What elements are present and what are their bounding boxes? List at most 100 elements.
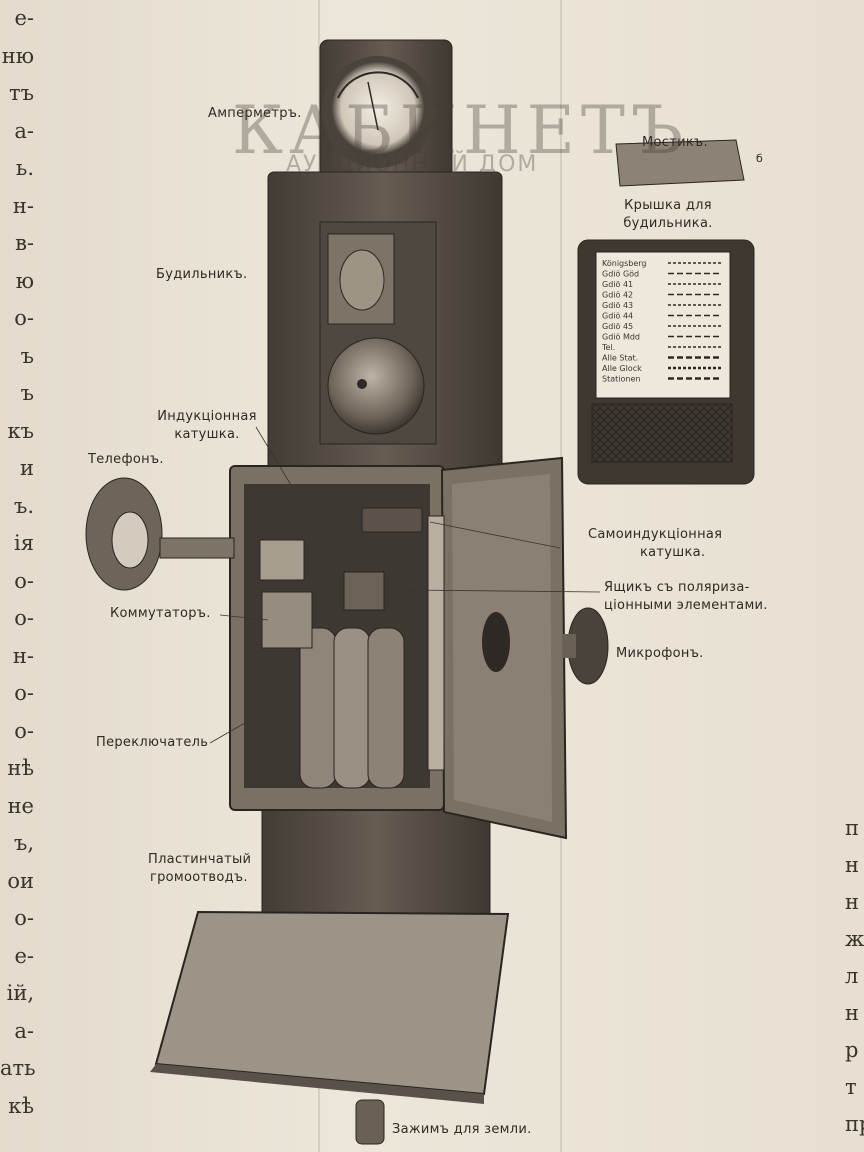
bell-dome [327, 337, 425, 435]
lid-panel-line: Gdiö Göd [602, 270, 639, 279]
text-fragment: ъ. [13, 493, 34, 518]
right-text-column: пннжлнртпр [845, 810, 864, 1143]
text-fragment: п [845, 816, 859, 840]
lid-panel-line: Gdiö 45 [602, 322, 633, 331]
text-fragment: ъ [20, 343, 34, 368]
label-switch: Переключатель [96, 735, 209, 750]
self-induction-coil [361, 507, 423, 533]
text-fragment: ъ [20, 381, 34, 405]
label-induction-coil-2: катушка. [174, 427, 240, 442]
lid-panel-line: Gdiö Mdd [602, 333, 640, 342]
text-fragment: н- [12, 643, 34, 668]
lid-panel-line: Gdiö 43 [602, 301, 633, 310]
text-fragment: о- [14, 718, 34, 743]
label-self-induction-1: Самоиндукціонная [588, 527, 723, 542]
text-fragment: т [845, 1075, 857, 1099]
label-lightning-1: Пластинчатый [148, 852, 252, 867]
battery-cell [333, 627, 371, 789]
text-fragment: ій, [6, 981, 34, 1005]
writing-shelf [154, 910, 510, 1096]
text-fragment: ать [0, 1056, 36, 1080]
label-microphone: Микрофонъ. [616, 646, 704, 661]
watermark-subtitle: АУКЦИОННЫЙ ДОМ [286, 152, 539, 177]
ammeter-needle [367, 81, 379, 131]
telephone-handle [159, 537, 235, 559]
label-telephone: Телефонъ. [88, 452, 164, 467]
lid-panel-line: Tel. [601, 343, 615, 352]
label-bridge: Мостикъ. [642, 135, 708, 150]
battery-cell [299, 627, 337, 789]
text-fragment: н [845, 1001, 859, 1025]
text-fragment: а- [14, 118, 34, 143]
bell-lid-grille [591, 403, 733, 463]
lid-panel-line: Stationen [602, 375, 640, 384]
label-ground-clamp: Зажимъ для земли. [392, 1122, 532, 1137]
bell-coil [339, 249, 385, 311]
text-fragment: тъ [9, 81, 34, 105]
text-fragment: нѣ [7, 756, 34, 780]
battery-cell [367, 627, 405, 789]
text-fragment: ои [7, 868, 34, 893]
text-fragment: н [845, 890, 859, 914]
text-fragment: и [20, 456, 34, 480]
ground-clamp [355, 1099, 385, 1145]
ammeter-scale [337, 71, 419, 99]
text-fragment: ню [1, 43, 34, 68]
label-self-induction-2: катушка. [640, 545, 706, 560]
microphone-opening [482, 612, 510, 672]
auction-watermark: КАБИНЕТЪ АУКЦИОННЫЙ ДОМ [232, 92, 683, 188]
commutator-part [259, 539, 305, 581]
lid-panel-line: Gdiö 42 [602, 291, 633, 300]
text-fragment: ж [845, 927, 864, 951]
label-polarization-box-1: Ящикъ съ поляриза- [604, 580, 750, 595]
label-alarm: Будильникъ. [156, 267, 248, 282]
text-fragment: а- [14, 1018, 34, 1043]
writing-shelf-edge [150, 1064, 484, 1104]
text-fragment: е- [14, 943, 34, 968]
label-bridge-mark: б [756, 152, 764, 165]
text-fragment: н [845, 853, 859, 877]
text-fragment: о- [14, 681, 34, 705]
ammeter-dial [332, 62, 424, 154]
door-hinge [427, 515, 445, 771]
text-fragment: е- [14, 6, 34, 30]
lid-panel-line: Gdiö 44 [602, 312, 633, 321]
text-fragment: пр [845, 1112, 864, 1136]
induction-coil-part [343, 571, 385, 611]
text-fragment: не [7, 793, 34, 818]
text-fragment: р [845, 1038, 859, 1062]
switch-assembly [261, 591, 313, 649]
text-fragment: о- [14, 606, 34, 630]
text-fragment: къ [7, 418, 35, 443]
text-fragment: в- [15, 231, 34, 255]
bridge-part [615, 139, 745, 187]
text-fragment: ъ, [13, 831, 34, 855]
label-polarization-box-2: ціонными элементами. [604, 598, 768, 613]
lid-panel-line: Gdiö 41 [602, 280, 633, 289]
text-fragment: н- [12, 193, 34, 218]
text-fragment: о- [14, 906, 34, 930]
microphone-stem [562, 634, 576, 658]
bell-lid-panel [595, 251, 731, 399]
backboard-lower [261, 799, 491, 921]
text-fragment: ь. [15, 156, 34, 180]
text-fragment: ія [14, 531, 34, 555]
text-fragment: л [845, 964, 859, 988]
telephone-earpiece [111, 511, 149, 569]
text-fragment: о- [14, 306, 34, 330]
lid-panel-line: Alle Glock [602, 364, 642, 373]
watermark-name: КАБИНЕТЪ [232, 92, 690, 169]
leader-lines [209, 426, 601, 744]
label-lid-title-1: Крышка для [624, 198, 712, 213]
lid-panel-line: Alle Stat. [602, 354, 638, 363]
label-induction-coil-1: Индукціонная [157, 409, 257, 424]
label-ammeter: Амперметръ. [208, 106, 302, 121]
lid-panel-line: Königsberg [602, 259, 647, 268]
text-fragment: кѣ [8, 1093, 34, 1118]
label-lightning-2: громоотводъ. [150, 870, 248, 885]
text-fragment: о- [14, 568, 34, 593]
text-fragment: ю [15, 268, 34, 293]
